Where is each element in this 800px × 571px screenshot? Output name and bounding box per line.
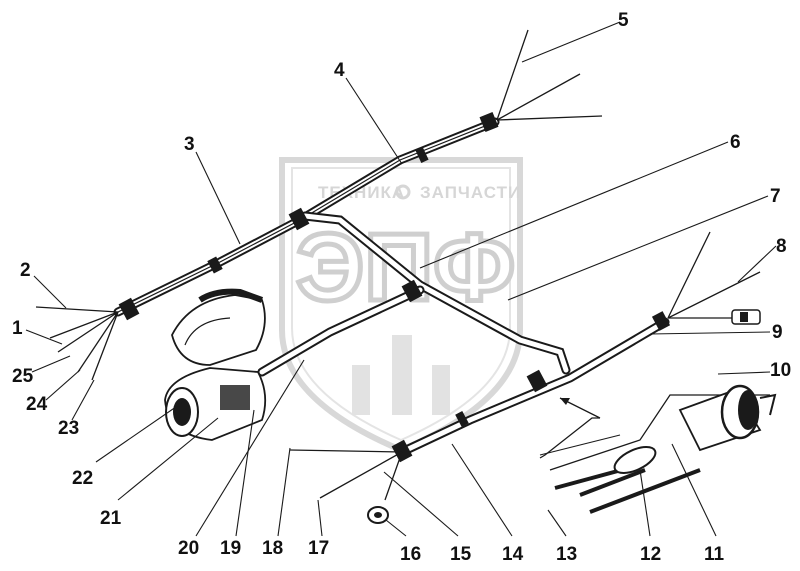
watermark-shield-inner: [291, 167, 511, 442]
callout-1: 1: [12, 318, 23, 339]
watermark-logo: ТЕХНИКА ЗАПЧАСТИ ЭПФ: [279, 157, 523, 454]
callout-16: 16: [400, 544, 421, 565]
callout-13: 13: [556, 544, 577, 565]
callout-15: 15: [450, 544, 472, 565]
callout-23: 23: [58, 418, 79, 439]
watermark-text-right: ЗАПЧАСТИ: [420, 183, 521, 202]
watermark-buildings-icon: [352, 335, 450, 415]
harness-sleeves: [118, 111, 671, 463]
callout-24: 24: [26, 394, 48, 415]
callout-4: 4: [334, 60, 345, 81]
callout-6: 6: [730, 132, 741, 153]
watermark-gear-icon: [395, 184, 411, 200]
callout-18: 18: [262, 538, 283, 559]
callout-2: 2: [20, 260, 31, 281]
callout-21: 21: [100, 508, 122, 529]
callout-8: 8: [776, 236, 787, 257]
callout-5: 5: [618, 10, 629, 31]
callout-3: 3: [184, 134, 195, 155]
callout-10: 10: [770, 360, 791, 381]
callout-12: 12: [640, 544, 661, 565]
watermark-letters: ЭПФ: [296, 214, 515, 321]
wire-leads: [35, 29, 761, 501]
callout-19: 19: [220, 538, 241, 559]
callout-25: 25: [12, 366, 34, 387]
callout-9: 9: [772, 322, 783, 343]
callout-11: 11: [704, 544, 725, 565]
terminal-9: [731, 309, 761, 325]
callout-17: 17: [308, 538, 329, 559]
leader-lines: [25, 21, 777, 537]
callout-7: 7: [770, 186, 781, 207]
terminal-16: [367, 506, 389, 524]
callout-14: 14: [502, 544, 524, 565]
plug-connector: [164, 288, 267, 441]
inset-detail: [539, 384, 777, 514]
callout-22: 22: [72, 468, 93, 489]
callout-labels: 2 1 25 24 23 3 4 5 6 7 8 9 10 11 12 13 1…: [12, 10, 791, 565]
callout-20: 20: [178, 538, 199, 559]
